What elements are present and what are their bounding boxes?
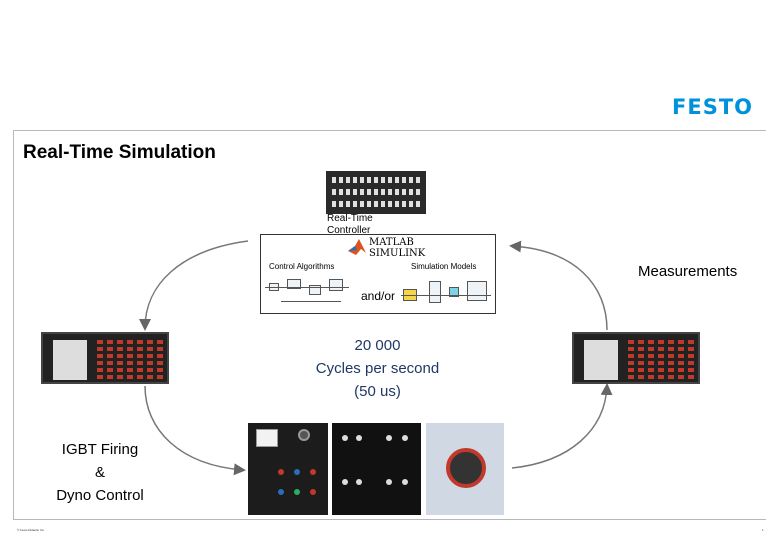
cycles-line3: (50 us) <box>354 383 401 400</box>
footer-text: © Festo Didactic Inc. <box>17 528 45 532</box>
cycles-line1: 20 000 <box>354 337 401 354</box>
cycles-label: 20 000 Cycles per second (50 us) <box>300 334 455 403</box>
arrow-controller-to-left-rack <box>139 240 249 331</box>
arrow-left-rack-to-equipment <box>144 385 246 476</box>
igbt-chopper-module-image <box>332 423 421 515</box>
slide-frame <box>13 130 766 520</box>
matlab-line1: MATLAB <box>369 237 414 248</box>
control-algorithms-label: Control Algorithms <box>269 262 335 271</box>
cycles-line2: Cycles per second <box>315 360 440 377</box>
arrow-equipment-to-right-rack <box>511 383 613 469</box>
software-panel: MATLAB SIMULINK Control Algorithms Simul… <box>260 234 496 314</box>
controller-label-line2: Controller <box>327 225 371 236</box>
matlab-icon <box>348 239 366 255</box>
festo-logo: FESTO <box>672 95 753 119</box>
controller-label-line1: Real-Time <box>327 213 373 224</box>
real-time-controller-image <box>326 171 426 214</box>
igbt-label: IGBT Firing & Dyno Control <box>40 438 160 507</box>
dynamometer-image <box>426 423 504 515</box>
interface-rack-left-image <box>41 332 169 384</box>
page-number: 1 <box>762 528 764 532</box>
controller-label: Real-Time Controller <box>327 213 373 237</box>
simulation-models-label: Simulation Models <box>411 262 477 271</box>
power-supply-module-image <box>248 423 328 515</box>
igbt-line1: IGBT Firing <box>61 441 139 458</box>
igbt-line3: Dyno Control <box>56 487 144 504</box>
measurements-label: Measurements <box>638 263 738 280</box>
igbt-line2: & <box>94 464 105 481</box>
matlab-label: MATLAB SIMULINK <box>369 237 425 259</box>
simulink-line2: SIMULINK <box>369 248 426 259</box>
slide-title: Real-Time Simulation <box>23 142 216 163</box>
and-or-label: and/or <box>361 289 396 303</box>
arrow-right-rack-to-controller <box>509 240 608 331</box>
interface-rack-right-image <box>572 332 700 384</box>
